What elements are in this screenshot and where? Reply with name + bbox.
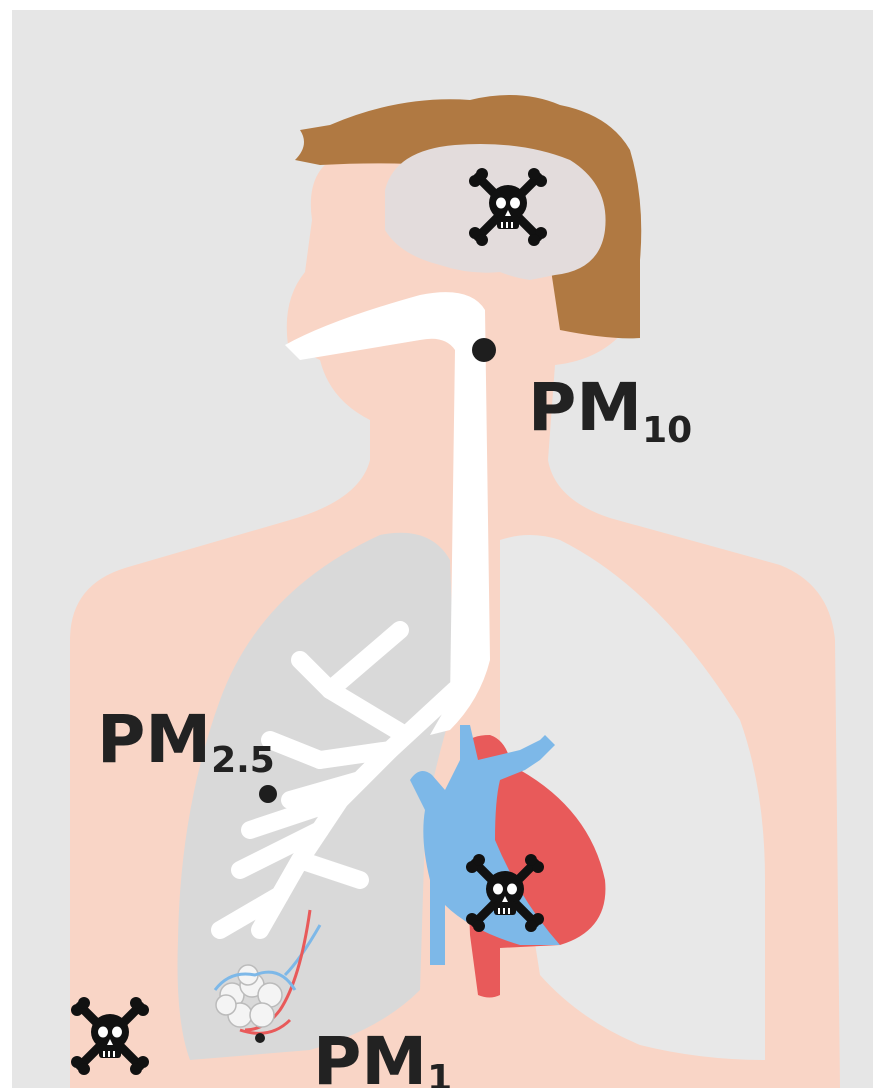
pm1-marker xyxy=(255,1033,265,1043)
pm10-marker xyxy=(472,338,496,362)
pm25-marker xyxy=(259,785,277,803)
